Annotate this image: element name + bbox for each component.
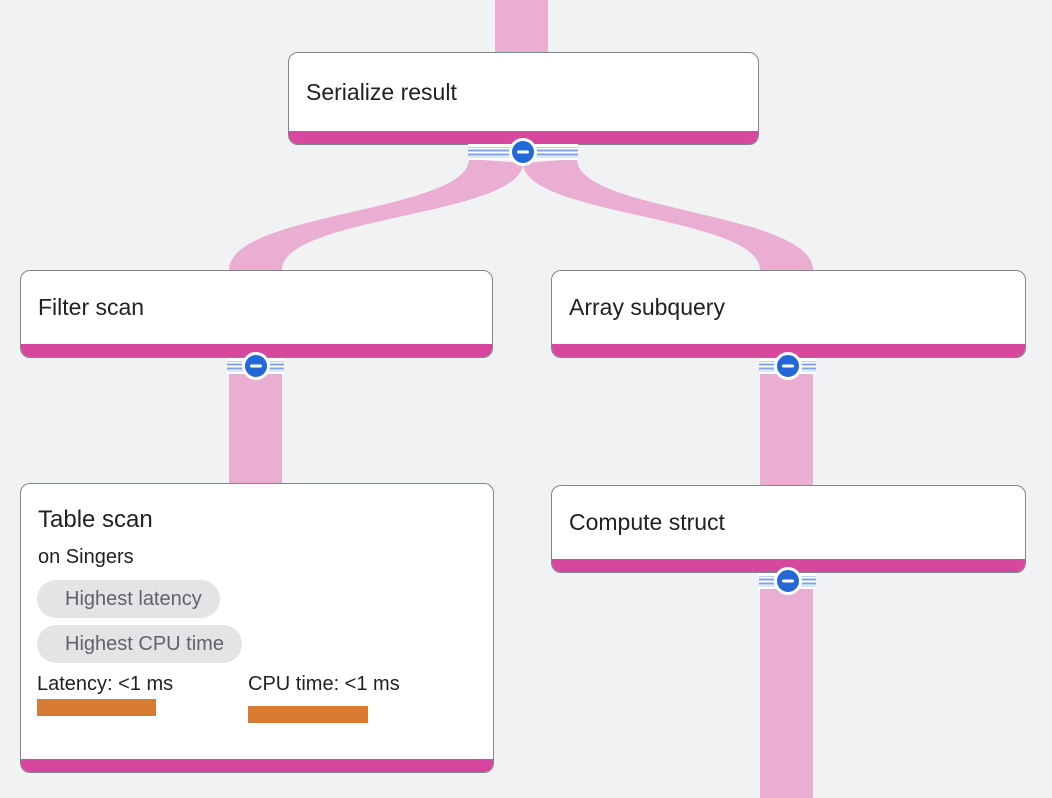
node-serialize-result[interactable]: Serialize result (288, 52, 759, 145)
node-title: Compute struct (569, 509, 725, 535)
cpu-time-bar (248, 706, 368, 723)
minus-icon (781, 579, 794, 583)
collapse-button-serialize-result[interactable] (509, 138, 537, 166)
edge-into-serialize-result (495, 0, 548, 54)
metrics-row: Latency: <1 ms CPU time: <1 ms (37, 673, 493, 723)
edge-serialize-to-filter-scan (229, 159, 523, 270)
minus-icon (249, 364, 262, 368)
node-compute-struct[interactable]: Compute struct (551, 485, 1026, 573)
node-accent-bar (289, 131, 758, 144)
node-subtitle: on Singers (38, 546, 134, 568)
latency-metric: Latency: <1 ms (37, 673, 248, 723)
node-title: Filter scan (38, 294, 145, 320)
collapse-button-filter-scan[interactable] (241, 352, 270, 380)
connector-compute-struct (759, 567, 816, 595)
node-accent-bar (552, 559, 1025, 572)
node-table-scan[interactable]: Table scan on Singers Highest latency Hi… (20, 483, 494, 773)
connector-array-subquery (759, 352, 816, 380)
connector-serialize-result (468, 138, 578, 166)
edge-compute-struct-out (760, 572, 813, 798)
node-title: Array subquery (569, 294, 725, 320)
cpu-time-metric: CPU time: <1 ms (248, 673, 459, 723)
node-accent-bar (21, 344, 492, 357)
connector-filter-scan (227, 352, 284, 380)
node-accent-bar (21, 759, 493, 772)
latency-bar (37, 699, 156, 716)
node-accent-bar (552, 344, 1025, 357)
node-filter-scan[interactable]: Filter scan (20, 270, 493, 358)
node-title: Serialize result (306, 79, 457, 105)
node-title: Table scan (38, 506, 153, 533)
cpu-time-label: CPU time: <1 ms (248, 673, 400, 695)
badge-highest-latency: Highest latency (37, 580, 220, 618)
collapse-button-compute-struct[interactable] (773, 567, 802, 595)
collapse-button-array-subquery[interactable] (773, 352, 802, 380)
node-array-subquery[interactable]: Array subquery (551, 270, 1026, 358)
minus-icon (517, 150, 529, 154)
edge-serialize-to-array-subquery (523, 159, 813, 270)
minus-icon (781, 364, 794, 368)
latency-label: Latency: <1 ms (37, 673, 174, 695)
badge-highest-cpu-time: Highest CPU time (37, 625, 242, 663)
